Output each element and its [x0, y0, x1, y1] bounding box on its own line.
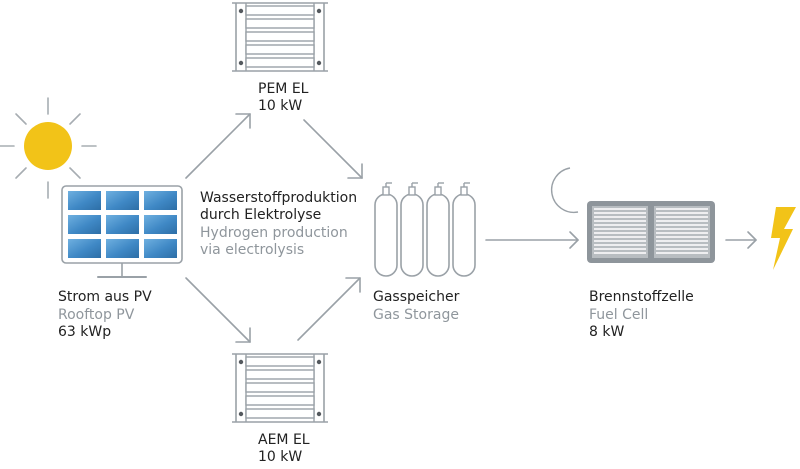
- solar-cell: [106, 239, 139, 258]
- solar-cell: [68, 215, 101, 234]
- aem-title: AEM EL: [258, 432, 310, 448]
- pv-title: Strom aus PV: [58, 289, 152, 305]
- storage-subtitle: Gas Storage: [373, 307, 459, 323]
- arrow-pem-to-storage: [303, 119, 363, 179]
- fuel-cell-icon: [587, 201, 715, 263]
- arrow-pv-to-aem: [185, 277, 251, 343]
- moon-icon: [550, 167, 579, 214]
- solar-cell: [68, 239, 101, 258]
- arrow-fuel-cell-to-output: [725, 231, 757, 249]
- arrow-pv-to-pem: [185, 113, 251, 179]
- process-title-de-1: Wasserstoffproduktion: [200, 190, 358, 206]
- process-title-en-2: via electrolysis: [200, 242, 305, 258]
- solar-cell: [106, 215, 139, 234]
- solar-cell: [144, 215, 177, 234]
- pem-electrolyzer-icon: [232, 2, 328, 72]
- storage-title: Gasspeicher: [373, 289, 460, 305]
- aem-electrolyzer-icon: [232, 353, 328, 423]
- gas-cylinders-icon: [374, 182, 476, 277]
- process-title-de-2: durch Elektrolyse: [200, 207, 322, 223]
- solar-cell: [144, 239, 177, 258]
- pv-capacity: 63 kWp: [58, 324, 112, 340]
- process-title-en-1: Hydrogen production: [200, 225, 348, 241]
- arrow-storage-to-fuel-cell: [485, 231, 579, 249]
- fuel-cell-subtitle: Fuel Cell: [589, 307, 649, 323]
- fuel-cell-power: 8 kW: [589, 324, 625, 340]
- lightning-bolt-icon: [771, 207, 796, 270]
- arrow-aem-to-storage: [297, 277, 361, 341]
- pv-subtitle: Rooftop PV: [58, 307, 135, 323]
- solar-panel-icon: [61, 185, 183, 278]
- solar-cell: [144, 191, 177, 210]
- solar-cell: [106, 191, 139, 210]
- pem-title: PEM EL: [258, 81, 309, 97]
- aem-power: 10 kW: [258, 449, 303, 465]
- fuel-cell-title: Brennstoffzelle: [589, 289, 694, 305]
- solar-cell: [68, 191, 101, 210]
- pem-power: 10 kW: [258, 98, 303, 114]
- sun-icon: [0, 97, 97, 199]
